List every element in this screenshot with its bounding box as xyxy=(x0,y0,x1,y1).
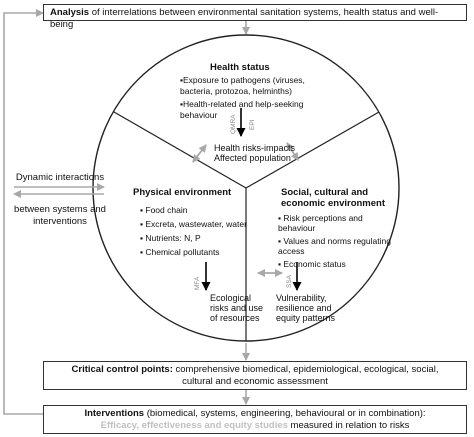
critical-text-line1: comprehensive biomedical, epidemiologica… xyxy=(172,364,439,375)
physical-items-list: ▪ Food chain ▪ Excreta, wastewater, wate… xyxy=(140,205,247,257)
social-items-list: ▪ Risk perceptions and behaviour ▪ Value… xyxy=(278,213,394,269)
interventions-box: Interventions (biomedical, systems, engi… xyxy=(43,405,467,434)
social-item: ▪ Economic status xyxy=(278,259,346,269)
interventions-text-line1: (biomedical, systems, engineering, behav… xyxy=(144,408,426,419)
health-item: ▪Health-related and help-seeking behavio… xyxy=(180,99,304,120)
mfa-label: MFA xyxy=(194,276,201,290)
physical-item: ▪ Chemical pollutants xyxy=(140,247,220,257)
critical-label: Critical control points: xyxy=(71,364,173,375)
ssa-label: SSA xyxy=(286,274,293,288)
physical-item: ▪ Nutrients: N, P xyxy=(140,233,201,243)
social-item: ▪ Risk perceptions and behaviour xyxy=(278,213,363,233)
health-result-line2: Affected population xyxy=(214,153,291,163)
qmra-label: QMRA xyxy=(230,114,237,135)
analysis-label: Analysis xyxy=(50,7,90,18)
epi-label: EPI xyxy=(249,119,256,130)
social-env-title-line2: economic environment xyxy=(281,198,385,209)
physical-result-line1: Ecological xyxy=(210,293,252,303)
interaction-arrow-left-back xyxy=(192,144,207,163)
divider-left xyxy=(113,111,247,189)
interaction-arrow-right-back xyxy=(286,142,299,161)
critical-text-line2: cultural and economic assessment xyxy=(182,376,328,387)
social-result-line2: resilience and xyxy=(276,303,332,313)
health-item: ▪Exposure to pathogens (viruses, bacteri… xyxy=(180,75,305,96)
health-items-list: ▪Exposure to pathogens (viruses, bacteri… xyxy=(180,75,320,120)
analysis-text: of interrelations between environmental … xyxy=(50,7,439,30)
efficacy-studies-text: Efficacy, effectiveness and equity studi… xyxy=(100,420,288,431)
social-item: ▪ Values and norms regulating access xyxy=(278,236,391,256)
physical-result-line3: of resources xyxy=(210,313,260,323)
physical-item: ▪ Excreta, wastewater, water xyxy=(140,219,247,229)
physical-env-title: Physical environment xyxy=(133,187,232,198)
health-status-title: Health status xyxy=(210,62,270,73)
social-env-title-line1: Social, cultural and xyxy=(281,187,369,198)
physical-item: ▪ Food chain xyxy=(140,205,188,215)
dynamic-interactions-line3: interventions xyxy=(33,216,87,227)
social-result-line1: Vulnerability, xyxy=(276,293,327,303)
critical-control-points-box: Critical control points: comprehensive b… xyxy=(43,361,467,390)
dynamic-interactions-line2: between systems and xyxy=(14,204,106,215)
interventions-label: Interventions xyxy=(84,408,145,419)
feedback-loop-line xyxy=(3,9,44,415)
analysis-box: Analysis of interrelations between envir… xyxy=(43,4,467,30)
interventions-text-line2: measured in relation to risks xyxy=(287,420,410,431)
physical-result-line2: risks and use xyxy=(210,303,264,313)
health-result-line1: Health risks-impacts xyxy=(214,143,296,153)
dynamic-interactions-line1: Dynamic interactions xyxy=(15,172,105,183)
social-result-line3: equity patterns xyxy=(276,313,336,323)
divider-right xyxy=(245,111,380,189)
